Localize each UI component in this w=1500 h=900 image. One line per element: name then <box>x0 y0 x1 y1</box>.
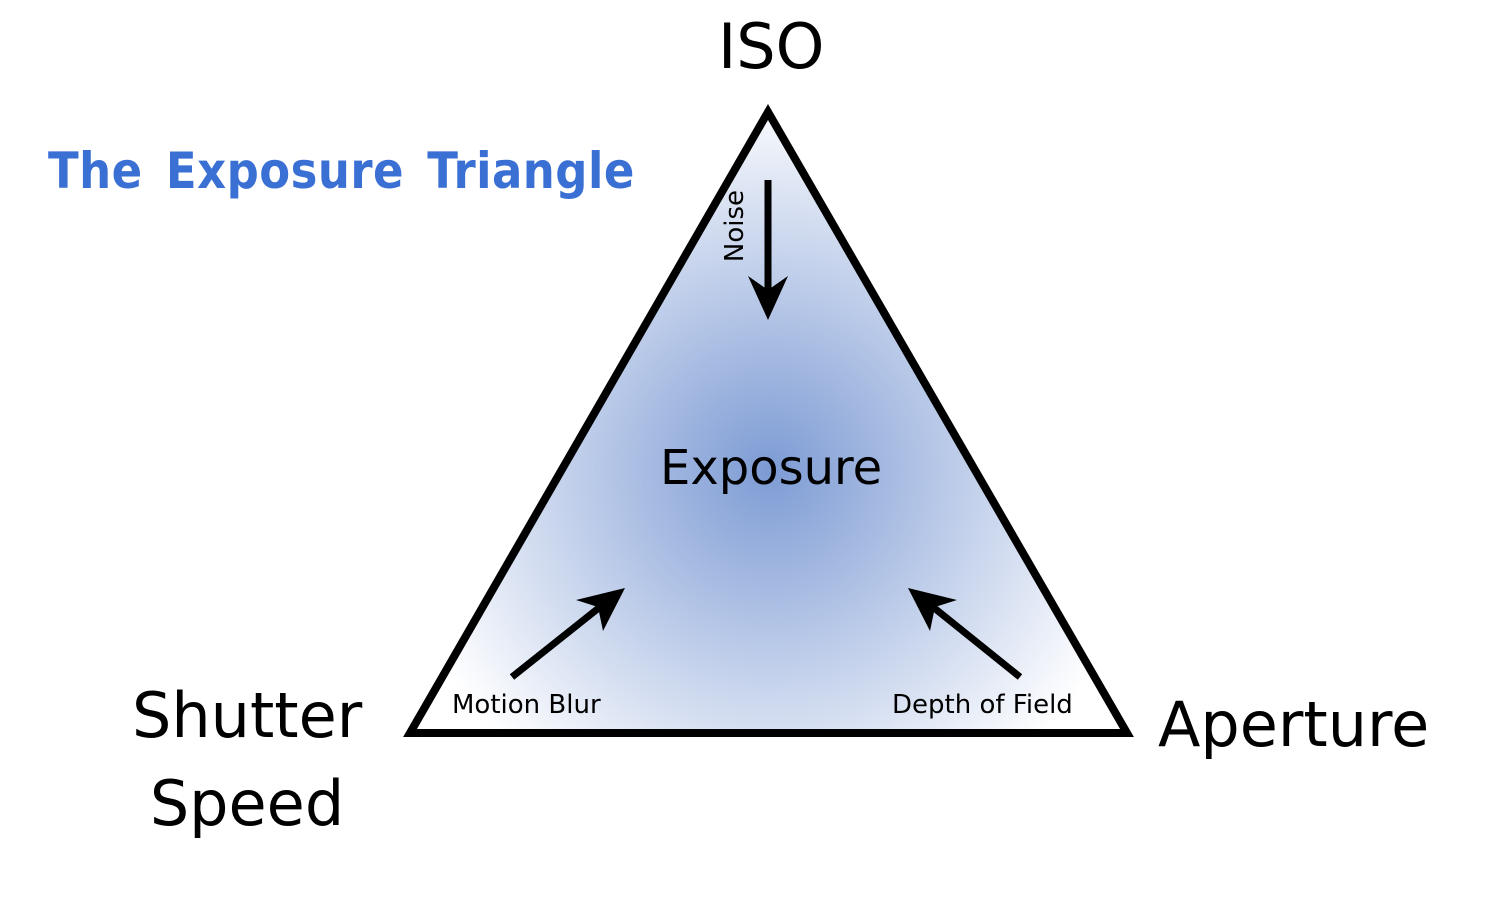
depth-of-field-arrow <box>908 588 1023 680</box>
iso-label: ISO <box>718 10 825 83</box>
shutter-speed-label: Shutter Speed <box>132 679 363 840</box>
diagram-title: The Exposure Triangle <box>48 142 635 200</box>
aperture-label: Aperture <box>1158 688 1430 761</box>
motion-blur-arrow <box>509 588 625 680</box>
motion-blur-label: Motion Blur <box>452 690 601 720</box>
exposure-label: Exposure <box>660 440 883 496</box>
noise-label: Noise <box>720 190 750 263</box>
depth-of-field-label: Depth of Field <box>892 690 1073 720</box>
noise-arrow <box>748 180 788 320</box>
triangle-outline <box>403 103 1134 737</box>
